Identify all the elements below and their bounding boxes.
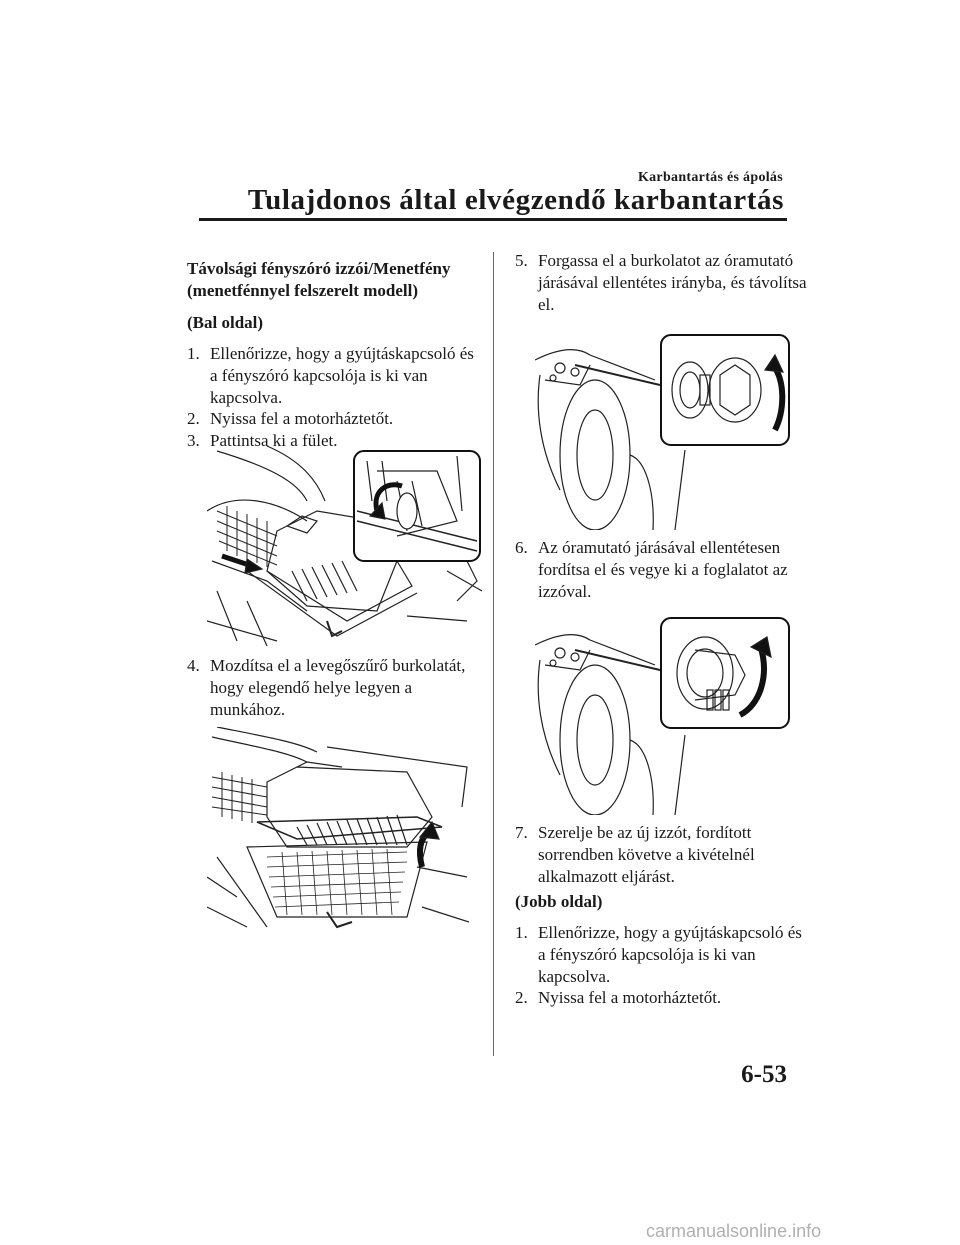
column-divider [493, 252, 494, 1056]
step-text-line: a fényszóró kapcsolója is ki van [538, 945, 756, 964]
figure-air-cleaner-cover [207, 727, 469, 932]
figure-cover-removal [535, 330, 791, 530]
step-text-line: alkalmazott eljárást. [538, 867, 675, 886]
step-text-line: munkához. [210, 700, 286, 719]
step-1-right: 1. Ellenőrizze, hogy a gyújtáskapcsoló é… [515, 922, 802, 988]
step-text-line: izzóval. [538, 582, 592, 601]
step-text-line: fordítsa el és vegye ki a foglalatot az [538, 560, 788, 579]
step-number: 1. [515, 923, 528, 942]
step-text-line: Szerelje be az új izzót, fordított [538, 823, 752, 842]
figure-socket-removal [535, 615, 791, 815]
step-number: 4. [187, 656, 200, 675]
step-number: 3. [187, 431, 200, 450]
step-text-line: sorrendben követve a kivételnél [538, 845, 755, 864]
figure-air-cleaner-tab [207, 441, 483, 647]
step-text-line: kapcsolva. [538, 967, 611, 986]
step-4-left: 4. Mozdítsa el a levegőszűrő burkolatát,… [187, 655, 465, 721]
step-text-line: Nyissa fel a motorháztetőt. [210, 409, 394, 428]
step-text-line: Az óramutató járásával ellentétesen [538, 538, 781, 557]
step-text-line: a fényszóró kapcsolója is ki van [210, 366, 428, 385]
step-number: 2. [187, 409, 200, 428]
watermark: carmanualsonline.info [646, 1221, 822, 1241]
header-rule [199, 218, 787, 221]
step-6-right: 6. Az óramutató járásával ellentétesen f… [515, 537, 788, 603]
step-number: 1. [187, 344, 200, 363]
step-text-line: Nyissa fel a motorháztetőt. [538, 988, 722, 1007]
step-2-right: 2. Nyissa fel a motorháztetőt. [515, 987, 721, 1009]
step-text-line: Mozdítsa el a levegőszűrő burkolatát, [210, 656, 466, 675]
page-number: 6-53 [741, 1061, 787, 1088]
side-label-right: (Jobb oldal) [515, 892, 603, 911]
step-7-right: 7. Szerelje be az új izzót, fordított so… [515, 822, 755, 888]
page-title: Tulajdonos által elvégzendő karbantartás [247, 184, 784, 216]
step-number: 7. [515, 823, 528, 842]
step-1-left: 1. Ellenőrizze, hogy a gyújtáskapcsoló é… [187, 343, 474, 409]
step-text-line: Pattintsa ki a fület. [210, 431, 338, 450]
step-3-left: 3. Pattintsa ki a fület. [187, 430, 337, 452]
step-5-right: 5. Forgassa el a burkolatot az óramutató… [515, 250, 807, 316]
step-text-line: Forgassa el a burkolatot az óramutató [538, 251, 794, 270]
section-heading-line2: (menetfénnyel felszerelt modell) [187, 281, 418, 300]
step-2-left: 2. Nyissa fel a motorháztetőt. [187, 408, 393, 430]
side-label-left: (Bal oldal) [187, 313, 264, 332]
step-number: 6. [515, 538, 528, 557]
step-text-line: el. [538, 295, 555, 314]
step-text-line: Ellenőrizze, hogy a gyújtáskapcsoló és [210, 344, 474, 363]
step-text-line: járásával ellentétes irányba, és távolít… [538, 273, 807, 292]
step-number: 2. [515, 988, 528, 1007]
section-heading-line1: Távolsági fényszóró izzói/Menetfény [187, 259, 451, 278]
section-label: Karbantartás és ápolás [637, 170, 783, 185]
step-text-line: kapcsolva. [210, 388, 283, 407]
step-text-line: hogy elegendő helye legyen a [210, 678, 413, 697]
step-text-line: Ellenőrizze, hogy a gyújtáskapcsoló és [538, 923, 802, 942]
step-number: 5. [515, 251, 528, 270]
